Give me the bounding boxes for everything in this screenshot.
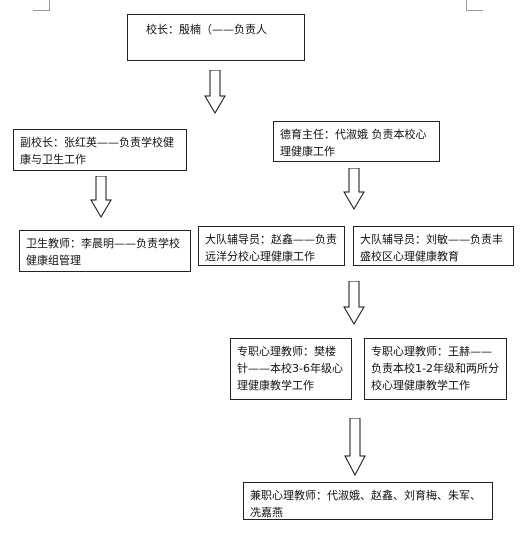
brigade-zhao-text: 大队辅导员：赵鑫——负责远洋分校心理健康工作 [205, 233, 337, 263]
arrow-vice-principal-down [90, 176, 112, 218]
page-corner-mark-left [33, 0, 50, 11]
full-time-teacher-2-box: 专职心理教师：王赫——负责本校1-2年级和两所分校心理健康教学工作 [364, 338, 507, 400]
page-corner-mark-right [466, 0, 483, 11]
arrow-principal-down [204, 70, 226, 114]
full-time-teacher-1-text: 专职心理教师：樊楼针——本校3-6年级心理健康教学工作 [237, 345, 343, 392]
brigade-liu-box: 大队辅导员：刘敏——负责丰盛校区心理健康教育 [353, 226, 514, 266]
health-teacher-text: 卫生教师：李晨明——负责学校健康组管理 [26, 237, 180, 267]
moral-director-box: 德育主任：代淑娥 负责本校心理健康工作 [273, 121, 440, 162]
principal-text: 校长：殷楠（——负责人 [146, 23, 267, 36]
full-time-teacher-2-text: 专职心理教师：王赫——负责本校1-2年级和两所分校心理健康教学工作 [371, 345, 499, 392]
full-time-teacher-1-box: 专职心理教师：樊楼针——本校3-6年级心理健康教学工作 [230, 338, 352, 400]
brigade-zhao-box: 大队辅导员：赵鑫——负责远洋分校心理健康工作 [198, 226, 345, 266]
arrow-full-time-down [344, 418, 366, 476]
vice-principal-box: 副校长：张红英——负责学校健康与卫生工作 [13, 129, 187, 171]
arrow-brigade-down [343, 281, 365, 325]
principal-box: 校长：殷楠（——负责人 [127, 14, 305, 61]
arrow-moral-director-down [343, 168, 365, 210]
brigade-liu-text: 大队辅导员：刘敏——负责丰盛校区心理健康教育 [360, 233, 503, 263]
part-time-teachers-box: 兼职心理教师：代淑娥、赵鑫、刘育梅、朱军、冼嘉燕 [243, 482, 493, 520]
health-teacher-box: 卫生教师：李晨明——负责学校健康组管理 [19, 230, 191, 272]
moral-director-text: 德育主任：代淑娥 负责本校心理健康工作 [280, 128, 427, 158]
part-time-teachers-text: 兼职心理教师：代淑娥、赵鑫、刘育梅、朱军、冼嘉燕 [250, 489, 481, 519]
vice-principal-text: 副校长：张红英——负责学校健康与卫生工作 [20, 136, 174, 166]
